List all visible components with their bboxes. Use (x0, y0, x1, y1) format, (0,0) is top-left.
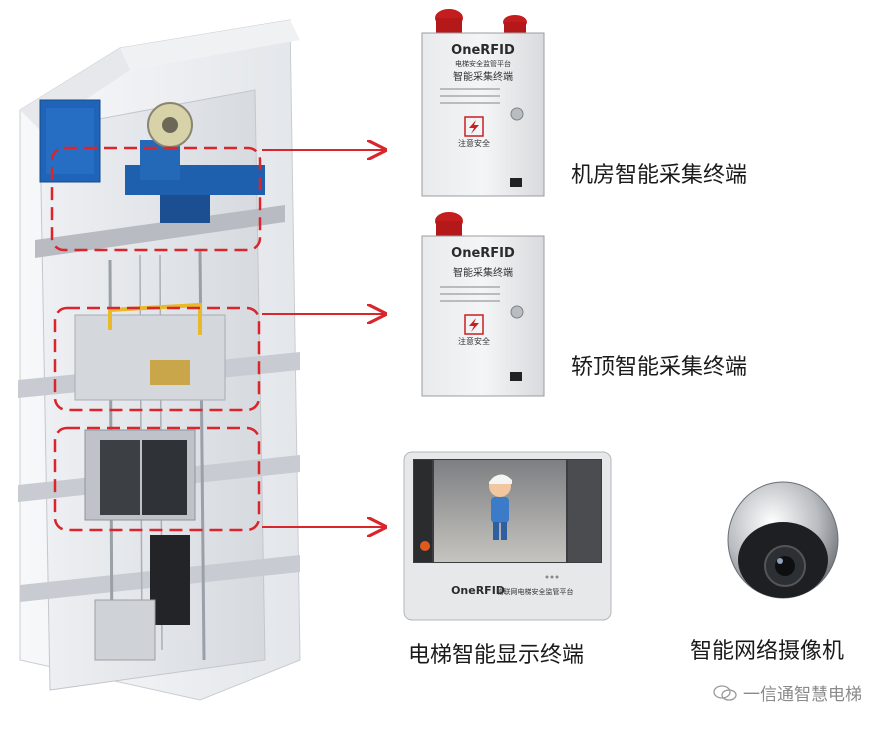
box2-device: 智能采集终端 (453, 266, 513, 279)
machine-room-terminal-label: 机房智能采集终端 (571, 163, 748, 188)
machine-room-highlight (50, 146, 262, 252)
box1-platform: 电梯安全监管平台 (455, 59, 511, 68)
network-camera-label: 智能网络摄像机 (690, 639, 845, 664)
car-highlight (53, 426, 261, 532)
display-brand: OneRFID (451, 584, 505, 597)
box2-warning: 注意安全 (458, 336, 490, 346)
elevator-shaft-illustration (18, 19, 301, 701)
chat-bubble-icon (713, 684, 737, 701)
display-terminal: OneRFID 物联网电梯安全监管平台 (403, 451, 612, 621)
machine-room-terminal-box: OneRFID 电梯安全监管平台 智能采集终端 注意安全 (421, 9, 545, 197)
watermark: 一信通智慧电梯 (713, 680, 862, 705)
box1-brand: OneRFID (451, 43, 515, 58)
display-terminal-label: 电梯智能显示终端 (408, 643, 585, 668)
box1-warning: 注意安全 (458, 138, 490, 148)
car-top-terminal-box: OneRFID 智能采集终端 注意安全 (421, 212, 545, 397)
network-camera (727, 481, 839, 599)
car-top-terminal-label: 轿顶智能采集终端 (571, 355, 748, 380)
display-platform: 物联网电梯安全监管平台 (497, 587, 574, 596)
watermark-text: 一信通智慧电梯 (743, 685, 862, 705)
box2-brand: OneRFID (451, 246, 515, 261)
box1-device: 智能采集终端 (453, 70, 513, 83)
car-top-highlight (53, 306, 261, 412)
